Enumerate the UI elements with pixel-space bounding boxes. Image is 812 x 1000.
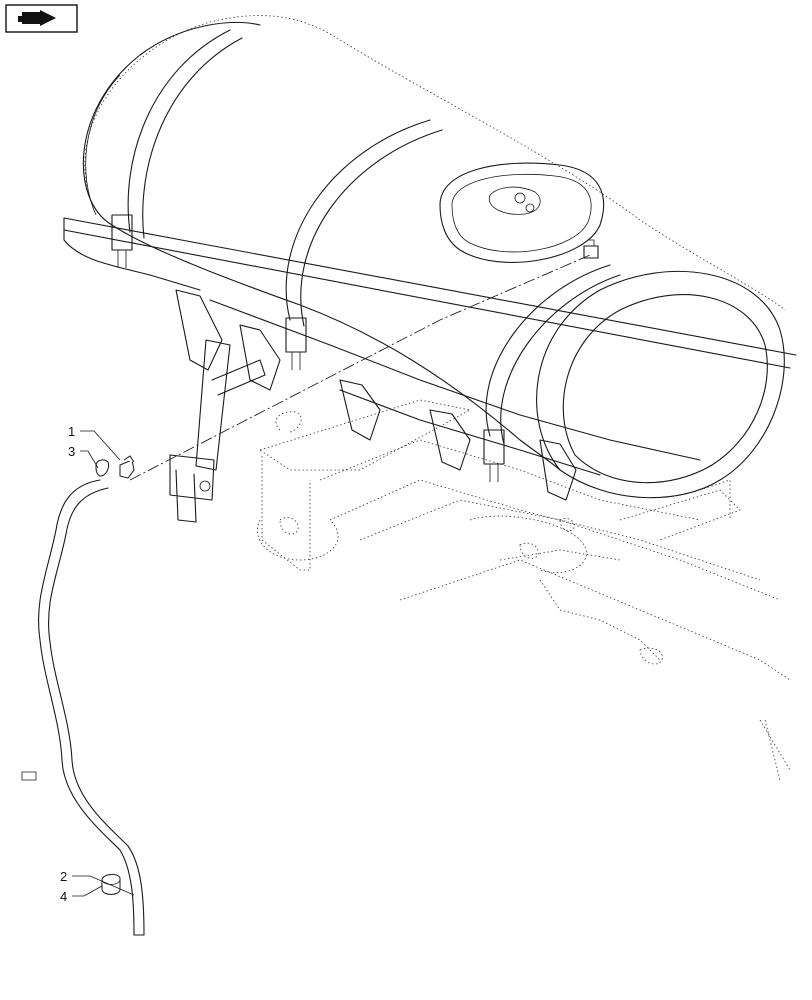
callout-1-label: 1 — [68, 424, 75, 439]
callout-2-label: 2 — [60, 869, 67, 884]
hose — [38, 479, 145, 936]
callout-3-label: 3 — [68, 444, 75, 459]
frame-rail — [63, 214, 797, 501]
elbow-fitting — [119, 455, 135, 479]
hose-clamp — [95, 459, 109, 477]
support-leg — [169, 339, 266, 523]
tank-outline — [82, 15, 786, 499]
next-page-arrow-icon[interactable] — [5, 4, 78, 33]
callout-4-label: 4 — [60, 889, 67, 904]
hose-cap — [101, 873, 121, 895]
chassis-frame — [257, 399, 791, 781]
callout-2: 2 — [60, 869, 135, 896]
hose-tag — [21, 771, 37, 781]
assembly-centerline — [129, 254, 591, 481]
callout-1: 1 — [68, 424, 121, 461]
callout-3: 3 — [68, 444, 99, 469]
callout-4: 4 — [60, 885, 103, 904]
